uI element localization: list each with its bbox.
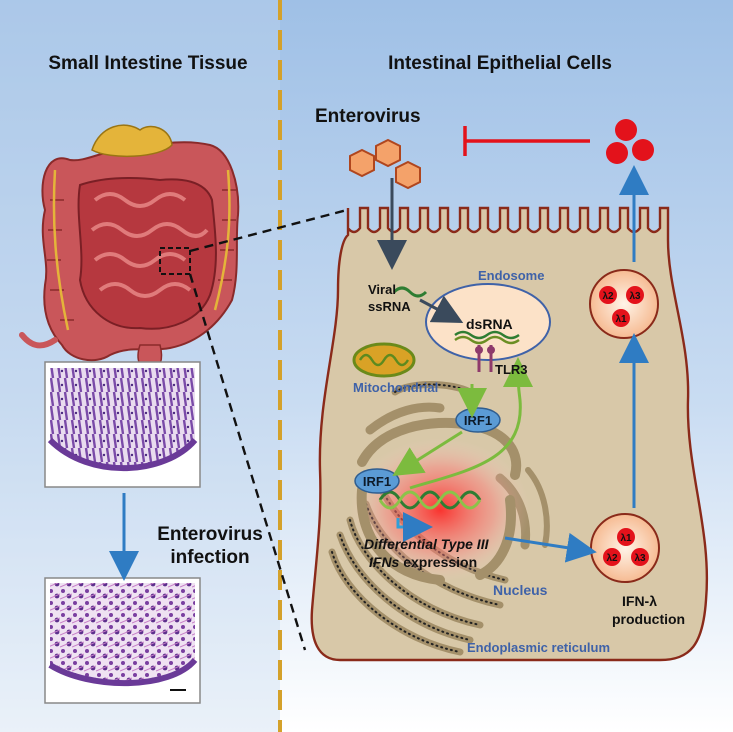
irf1-to-nucleus-arrow: [392, 430, 463, 477]
feedback-to-tlr3-arrow: [409, 357, 534, 490]
inhibition-symbol: [463, 126, 590, 156]
vesicle-upper-label-3: λ1: [615, 314, 627, 325]
transcription-arrow: [396, 512, 433, 542]
irf1-badge-top: IRF1: [455, 407, 501, 433]
irf1-badge-nucleus: IRF1: [354, 468, 400, 494]
mitochondrial-label: Mitochondrial: [353, 380, 438, 395]
vesicle-upper-label-2: λ3: [629, 291, 641, 302]
infection-label-1: Enterovirus: [157, 524, 263, 545]
histology-before: [44, 361, 201, 488]
vesicle-upper: λ2 λ3 λ1: [589, 269, 659, 339]
dsrna-label: dsRNA: [466, 316, 513, 332]
intestine-illustration: [19, 124, 240, 373]
vesicle-upper-label-1: λ2: [602, 291, 614, 302]
er-label: Endoplasmic reticulum: [467, 640, 610, 655]
expression-label-2: IFNs expression: [369, 554, 477, 570]
enterovirus-label: Enterovirus: [315, 106, 421, 127]
expression-to-vesicle-arrow: [504, 532, 597, 563]
vesicle-lower-label-1: λ1: [620, 533, 632, 544]
irf1-nucleus-label: IRF1: [363, 474, 391, 489]
irf1-top-label: IRF1: [464, 413, 492, 428]
ssrna-to-dsrna-arrow: [419, 295, 464, 324]
infection-label-2: infection: [170, 547, 249, 568]
expression-label-2-italic: IFNs: [369, 554, 400, 570]
zoom-line-top: [189, 208, 348, 253]
zoom-line-bottom: [188, 273, 307, 651]
ifn-label-2: production: [612, 611, 685, 627]
right-title: Intestinal Epithelial Cells: [388, 53, 612, 74]
endosome-label: Endosome: [478, 268, 544, 283]
histology-after: [44, 577, 201, 704]
viral-ssrna-strand: [392, 286, 428, 298]
expression-label-1: Differential Type III: [364, 536, 490, 552]
tlr3-label: TLR3: [495, 362, 528, 377]
viral-ssrna-label-2: ssRNA: [368, 299, 411, 314]
vesicle-lower-label-3: λ3: [634, 553, 646, 564]
ifn-lambda-secreted: [606, 119, 654, 164]
enterovirus-particles: [349, 138, 421, 190]
mitochondrion: [352, 342, 416, 378]
expression-label-2-rest: expression: [399, 554, 477, 570]
left-title: Small Intestine Tissue: [48, 53, 247, 74]
viral-ssrna-label-1: Viral: [368, 282, 396, 297]
ifn-label-1: IFN-λ: [622, 593, 657, 609]
vesicle-lower: λ1 λ2 λ3: [590, 513, 660, 583]
vesicle-lower-label-2: λ2: [606, 553, 618, 564]
nucleus-label: Nucleus: [493, 582, 548, 598]
